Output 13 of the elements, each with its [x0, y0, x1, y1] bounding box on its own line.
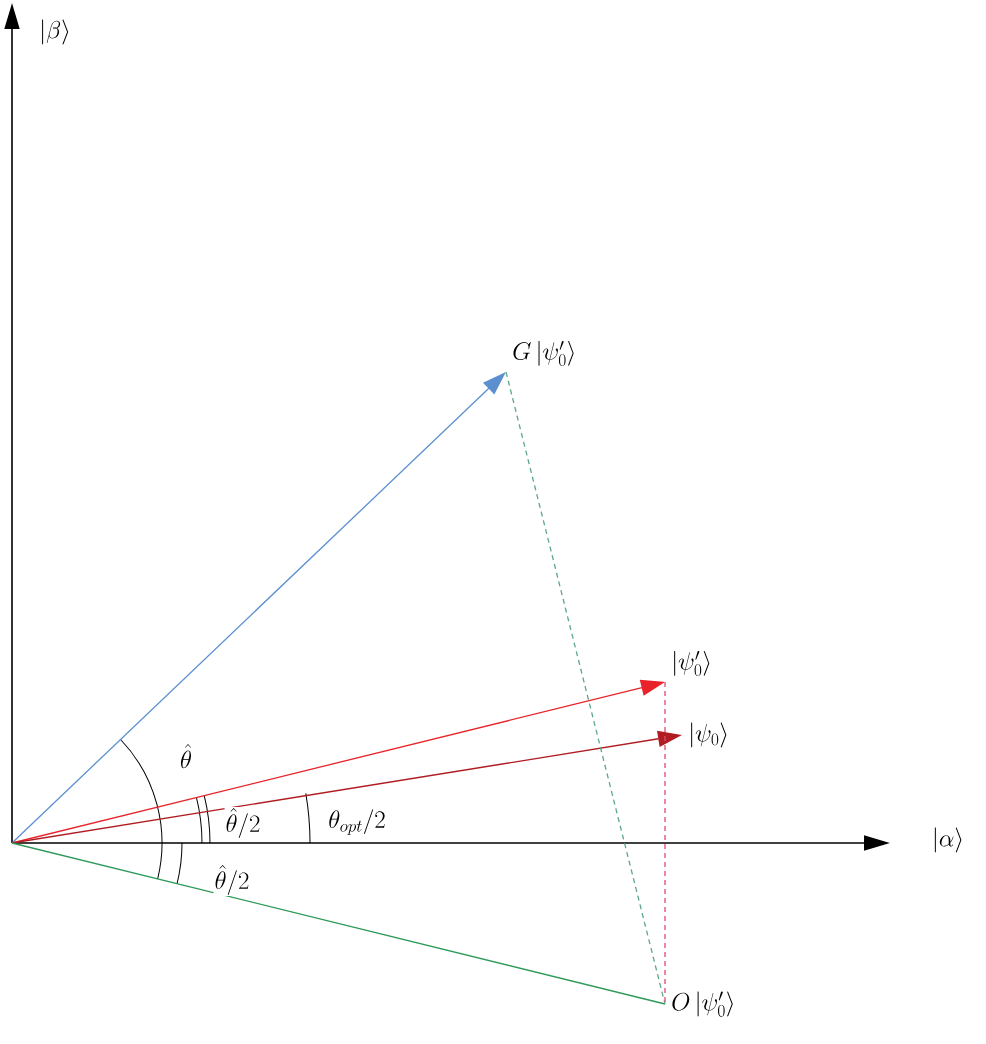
state-label: $\left|\psi'_{0}\right\rangle$: [674, 650, 710, 676]
angle-label: $\hat{\theta}/2$: [213, 864, 251, 896]
state-label: $G\left|\psi'_{0}\right\rangle$: [513, 340, 574, 366]
angle-label: $\theta_{opt}/2$: [327, 808, 387, 836]
angle-label: $\hat{\theta}$: [179, 743, 193, 769]
dashed-line: [505, 371, 666, 1005]
vector-arrow: [11, 372, 506, 844]
state-label: $O\left|\psi'_{0}\right\rangle$: [672, 991, 733, 1017]
angle-label: $\hat{\theta}/2$: [224, 806, 262, 839]
axis-label: $\left|\beta\right\rangle$: [38, 18, 72, 46]
state-label: $\left|\psi_{0}\right\rangle$: [691, 722, 727, 748]
dashed-line: [664, 681, 666, 1005]
axis-label: $\left|\alpha\right\rangle$: [930, 826, 966, 854]
